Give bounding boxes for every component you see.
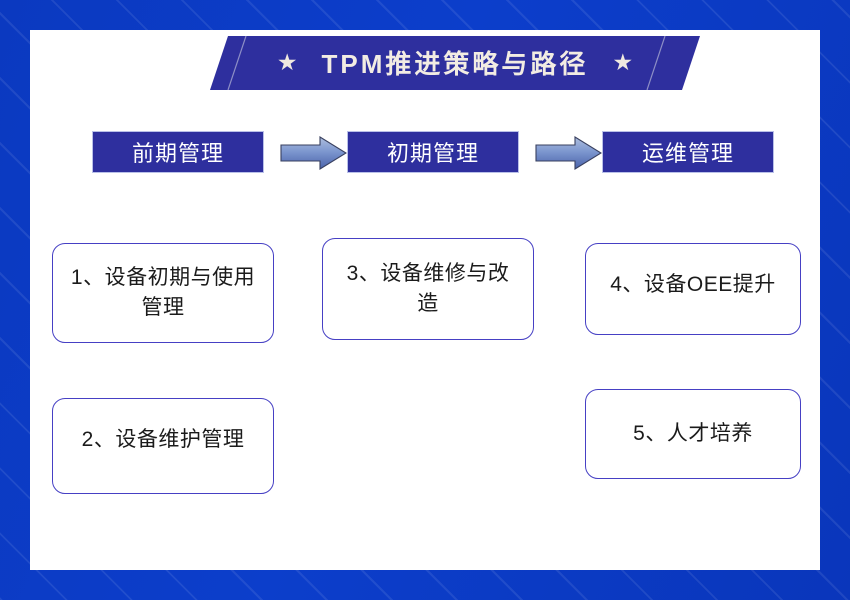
star-icon-left: ★ — [276, 48, 298, 75]
phase-header-early-management[interactable]: 前期管理 — [92, 131, 264, 173]
phase-header-label: 前期管理 — [131, 141, 224, 166]
page-title: TPM推进策略与路径 — [321, 48, 589, 79]
card-talent-development[interactable]: 5、人才培养 — [585, 389, 801, 479]
star-icon-right: ★ — [612, 48, 634, 75]
card-label: 3、设备维修与改造 — [346, 262, 510, 315]
card-label: 1、设备初期与使用管理 — [70, 266, 256, 319]
card-equipment-initial-and-usage-management[interactable]: 1、设备初期与使用管理 — [52, 243, 274, 343]
phase-header-label: 初期管理 — [386, 141, 479, 166]
title-banner: ★ TPM推进策略与路径 ★ — [210, 36, 700, 90]
phase-header-label: 运维管理 — [641, 141, 734, 166]
card-equipment-oee-improvement[interactable]: 4、设备OEE提升 — [585, 243, 801, 335]
card-label: 2、设备维护管理 — [81, 428, 245, 451]
title-banner-shape — [210, 36, 700, 90]
card-label: 4、设备OEE提升 — [610, 273, 776, 296]
phase-header-ops-maintenance-management[interactable]: 运维管理 — [602, 131, 774, 173]
card-equipment-repair-and-retrofit[interactable]: 3、设备维修与改造 — [322, 238, 534, 340]
phase-header-initial-management[interactable]: 初期管理 — [347, 131, 519, 173]
card-equipment-maintenance-management[interactable]: 2、设备维护管理 — [52, 398, 274, 494]
arrow-right-icon-1 — [280, 136, 348, 170]
card-label: 5、人才培养 — [633, 422, 753, 446]
arrow-right-icon-2 — [535, 136, 603, 170]
